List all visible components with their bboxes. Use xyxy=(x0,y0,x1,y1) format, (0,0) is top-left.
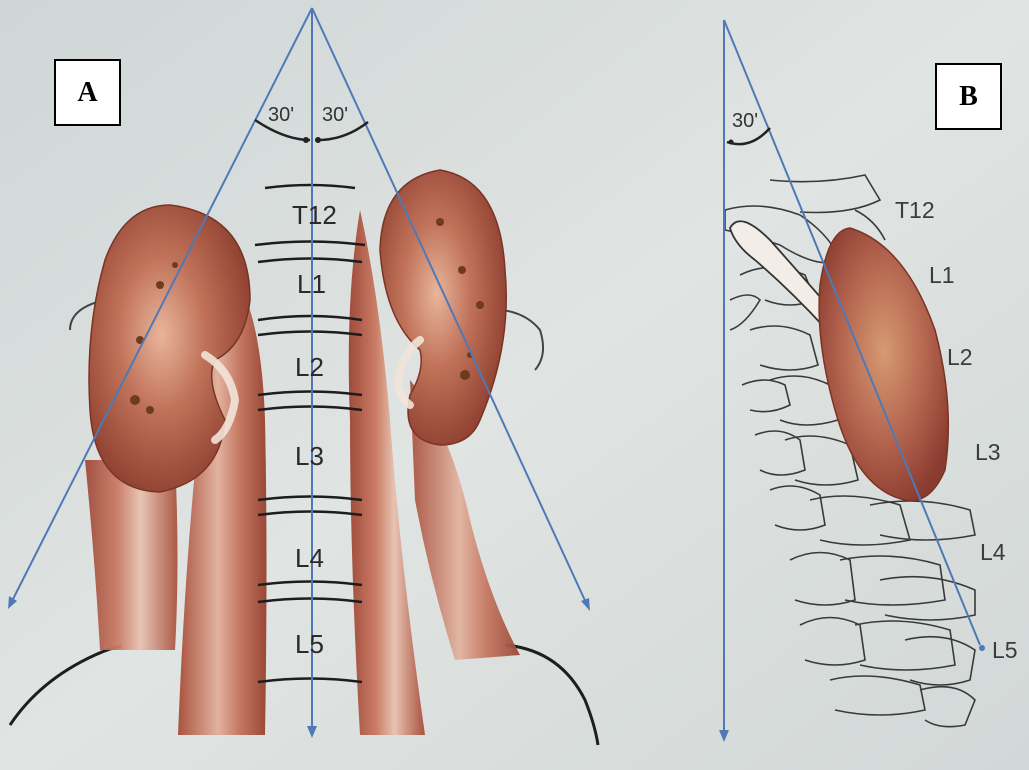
angle-vertex-dot xyxy=(729,140,734,145)
panel-b-letter: B xyxy=(959,81,978,113)
panel-a-label-l3: L3 xyxy=(295,441,324,471)
panel-a-label-l4: L4 xyxy=(295,543,324,573)
panel-a-angle-right-label: 30' xyxy=(322,104,348,126)
panel-a-label-l5: L5 xyxy=(295,629,324,659)
panel-a-label-l1: L1 xyxy=(297,269,326,299)
panel-a-letter: A xyxy=(77,77,97,109)
panel-b-label-l1: L1 xyxy=(929,262,955,288)
panel-b-label-t12: T12 xyxy=(895,197,935,223)
panel-b-label-l3: L3 xyxy=(975,439,1001,465)
panel-a-label-t12: T12 xyxy=(292,200,337,230)
panel-b-label-box: B xyxy=(935,63,1002,130)
panel-a-angle-left-label: 30' xyxy=(268,104,294,126)
panel-b-axis-end-dot xyxy=(979,645,985,651)
panel-b-label-l2: L2 xyxy=(947,344,973,370)
panel-a-label-box: A xyxy=(54,59,121,126)
panel-b-angle-label: 30' xyxy=(732,110,758,132)
panel-b-label-l4: L4 xyxy=(980,539,1006,565)
angle-vertex-dot xyxy=(303,137,309,143)
panel-b-label-l5: L5 xyxy=(992,637,1018,663)
panel-a-label-l2: L2 xyxy=(295,352,324,382)
angle-vertex-dot xyxy=(315,137,321,143)
